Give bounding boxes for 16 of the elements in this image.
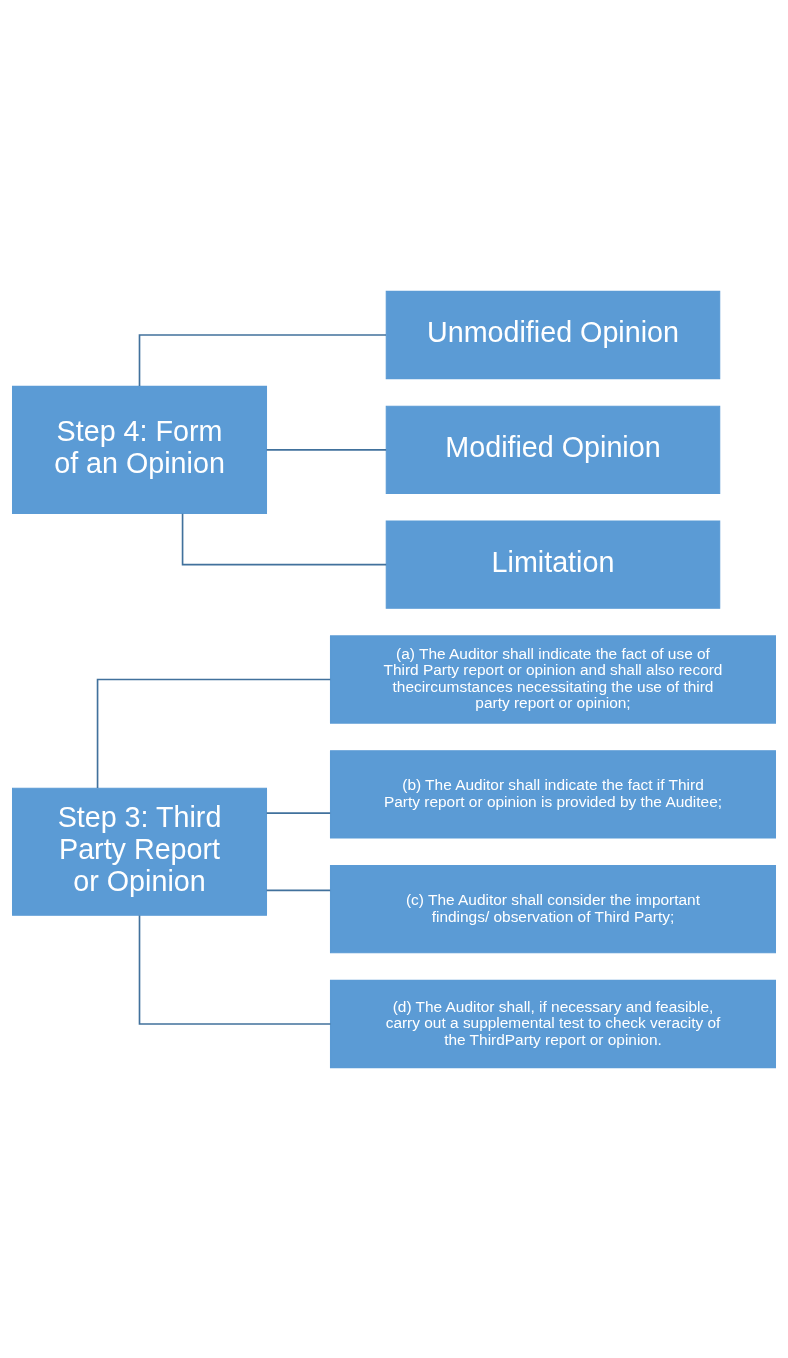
node-box: (d) The Auditor shall, if necessary and feasible, carry out a supplemental test to check veracity of the ThirdParty report or opinion.: [329, 979, 776, 1068]
node-box: Modified Opinion: [385, 405, 721, 494]
connector: [138, 914, 332, 1025]
node-box: (a) The Auditor shall indicate the fact of use of Third Party report or opinion and shall also record thecircumstances necessitating the use of third party report or opinion;: [329, 634, 776, 724]
node-box: Limitation: [385, 520, 721, 609]
node-box: Unmodified Opinion: [385, 290, 721, 379]
connector: [138, 333, 387, 387]
connector: [96, 678, 332, 789]
connector: [181, 512, 387, 565]
node-box: (c) The Auditor shall consider the important findings/ observation of Third Party;: [329, 864, 776, 953]
node-box: Step 3: Third Party Report or Opinion: [12, 787, 268, 916]
connector: [265, 448, 387, 451]
node-box: (b) The Auditor shall indicate the fact if Third Party report or opinion is provided by the Auditee;: [329, 749, 776, 838]
connector: [265, 811, 331, 814]
connector: [265, 889, 331, 891]
node-box: Step 4: Form of an Opinion: [12, 385, 268, 514]
